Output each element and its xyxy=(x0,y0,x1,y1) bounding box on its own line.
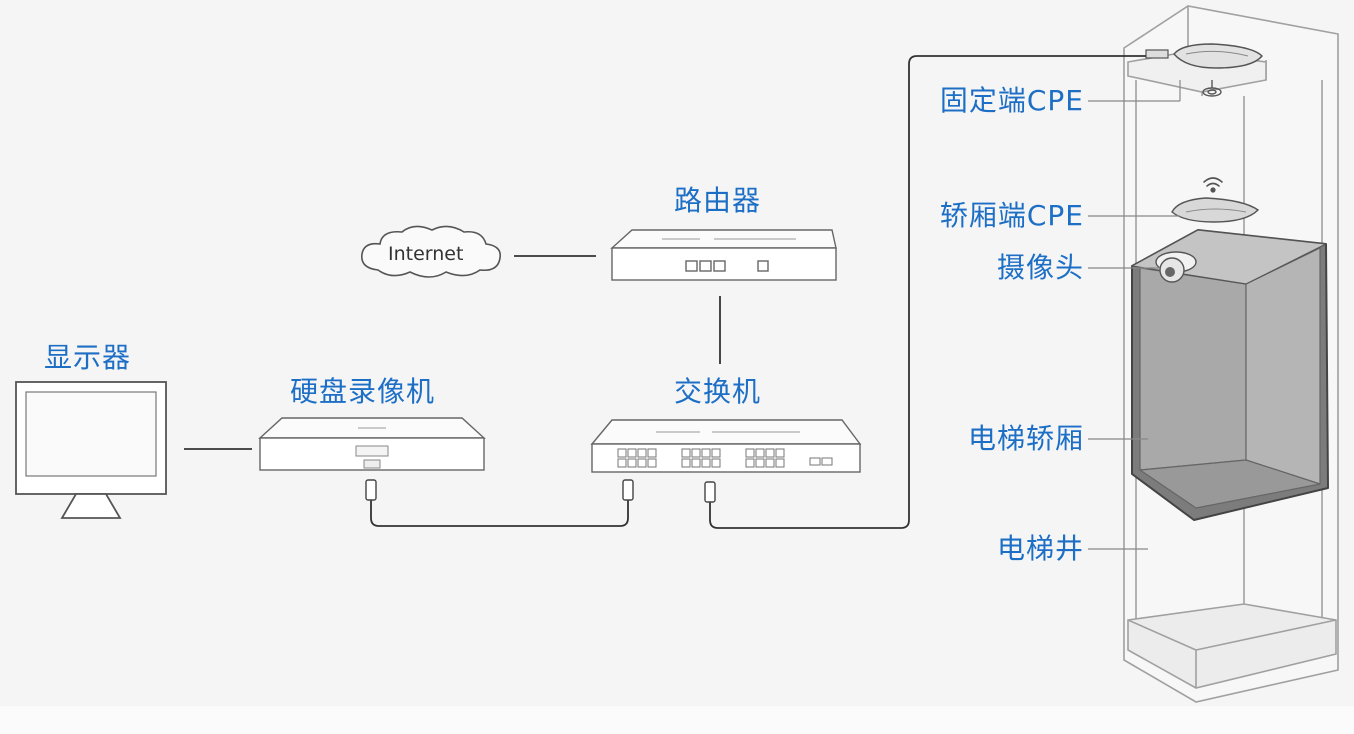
car-cpe-device-icon xyxy=(1171,197,1260,223)
monitor-device-icon xyxy=(15,381,167,519)
display-label: 显示器 xyxy=(44,341,132,374)
rj45-plug-icons xyxy=(365,479,716,503)
fixed-cpe-device-icon xyxy=(1145,43,1263,69)
camera-label: 摄像头 xyxy=(996,251,1084,284)
switch-label: 交换机 xyxy=(674,375,762,408)
fixed-cpe-label: 固定端CPE xyxy=(939,84,1084,117)
leader-lines xyxy=(1088,80,1181,550)
wifi-icon xyxy=(1203,177,1223,193)
internet-cloud-icon xyxy=(361,225,502,278)
bottom-band xyxy=(0,706,1354,734)
elevator-shaft-label: 电梯井 xyxy=(996,532,1084,565)
switch-device-icon xyxy=(590,419,862,473)
elevator-car-label: 电梯轿厢 xyxy=(967,422,1084,455)
signal-icon xyxy=(1202,80,1222,97)
nvr-device-icon xyxy=(258,417,486,471)
car-cpe-label: 轿厢端CPE xyxy=(939,199,1084,232)
network-cables xyxy=(184,55,1146,529)
router-device-icon xyxy=(610,229,837,281)
camera-device-icon xyxy=(1155,251,1197,283)
router-label: 路由器 xyxy=(674,184,762,217)
internet-label: Internet xyxy=(388,243,464,265)
elevator-car xyxy=(1131,229,1329,521)
nvr-label: 硬盘录像机 xyxy=(290,375,436,408)
